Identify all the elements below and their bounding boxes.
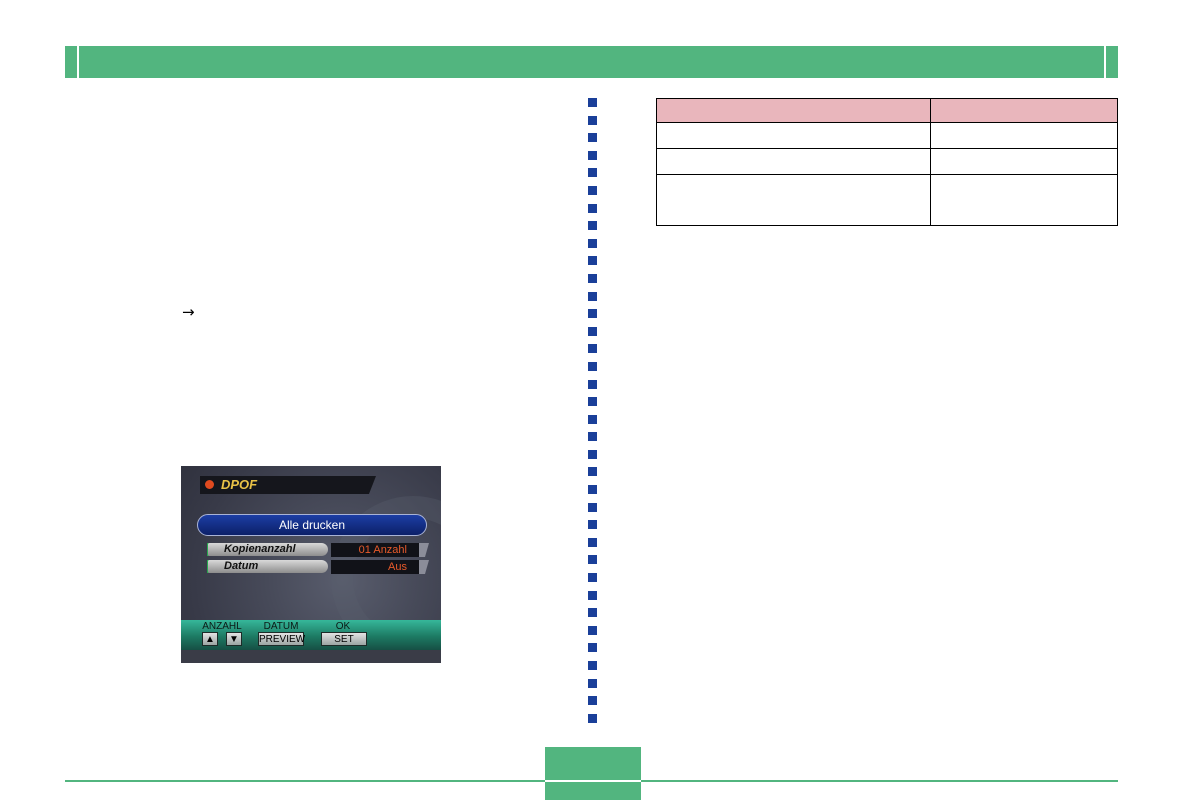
dpof-bullet-icon [205,480,214,489]
copies-value: 01 Anzahl [331,543,425,557]
info-table [656,98,1118,226]
table-cell [656,174,931,226]
divider-dot [588,467,597,477]
divider-dot [588,661,597,670]
ok-label: OK [335,621,351,632]
datum-label: DATUM [263,621,299,632]
table-header-row [656,98,1118,123]
divider-dot [588,678,597,688]
table-cell [930,148,1118,175]
header-bar [65,46,1118,78]
table-cell [656,148,931,175]
divider-dot [588,502,597,512]
divider-dot [588,168,597,178]
divider-dot [588,397,597,407]
divider-dot [588,713,597,723]
divider-dot [588,309,597,319]
divider-dot [588,590,597,600]
anzahl-label: ANZAHL [202,621,242,632]
print-all-option[interactable]: Alle drucken [197,514,427,536]
divider-dot [588,608,597,618]
divider-dot [588,291,597,301]
divider-dot [588,344,597,354]
soft-key-bar [181,620,441,650]
copies-label[interactable]: Kopienanzahl [208,543,328,556]
divider-dot [588,185,597,195]
table-row [656,122,1118,149]
dpof-title-tab [200,476,376,494]
row-end-cap [419,543,429,557]
divider-dot [588,625,597,635]
divider-dot [588,221,597,231]
divider-dot [588,273,597,283]
down-arrow-button[interactable]: ▼ [226,632,242,646]
divider-dot [588,238,597,248]
page-number-box-divider [545,780,641,782]
divider-dot [588,133,597,143]
row-end-cap [419,560,429,574]
divider-dot [588,449,597,459]
divider-dot [588,150,597,160]
table-header-cell [930,98,1118,123]
header-bar-notch-right [1104,46,1106,78]
divider-dot [588,643,597,653]
divider-dot [588,573,597,583]
camera-lcd-screen: DPOF Alle drucken Kopienanzahl 01 Anzahl… [181,466,441,663]
divider-dot [588,555,597,565]
divider-dot [588,326,597,336]
page-number-box [545,747,641,800]
divider-dot [588,115,597,125]
preview-button[interactable]: PREVIEW [258,632,306,646]
divider-dot [588,361,597,371]
table-header-cell [656,98,931,123]
divider-dot [588,485,597,495]
column-divider [588,98,597,731]
divider-dot [588,379,597,389]
table-cell [930,174,1118,226]
divider-dot [588,537,597,547]
divider-dot [588,203,597,213]
set-button[interactable]: SET [321,632,367,646]
date-label[interactable]: Datum [208,560,328,573]
divider-dot [588,256,597,266]
soft-key-bar-base [181,650,441,663]
divider-dot [588,432,597,442]
divider-dot [588,520,597,530]
divider-dot [588,414,597,424]
table-row [656,148,1118,175]
divider-dot [588,98,597,107]
table-cell [656,122,931,149]
header-bar-notch-left [77,46,79,78]
table-cell [930,122,1118,149]
up-arrow-button[interactable]: ▲ [202,632,218,646]
divider-dot [588,696,597,706]
date-value: Aus [331,560,425,574]
arrow-right-icon: → [182,303,195,321]
table-row [656,174,1118,226]
dpof-title: DPOF [221,477,258,492]
